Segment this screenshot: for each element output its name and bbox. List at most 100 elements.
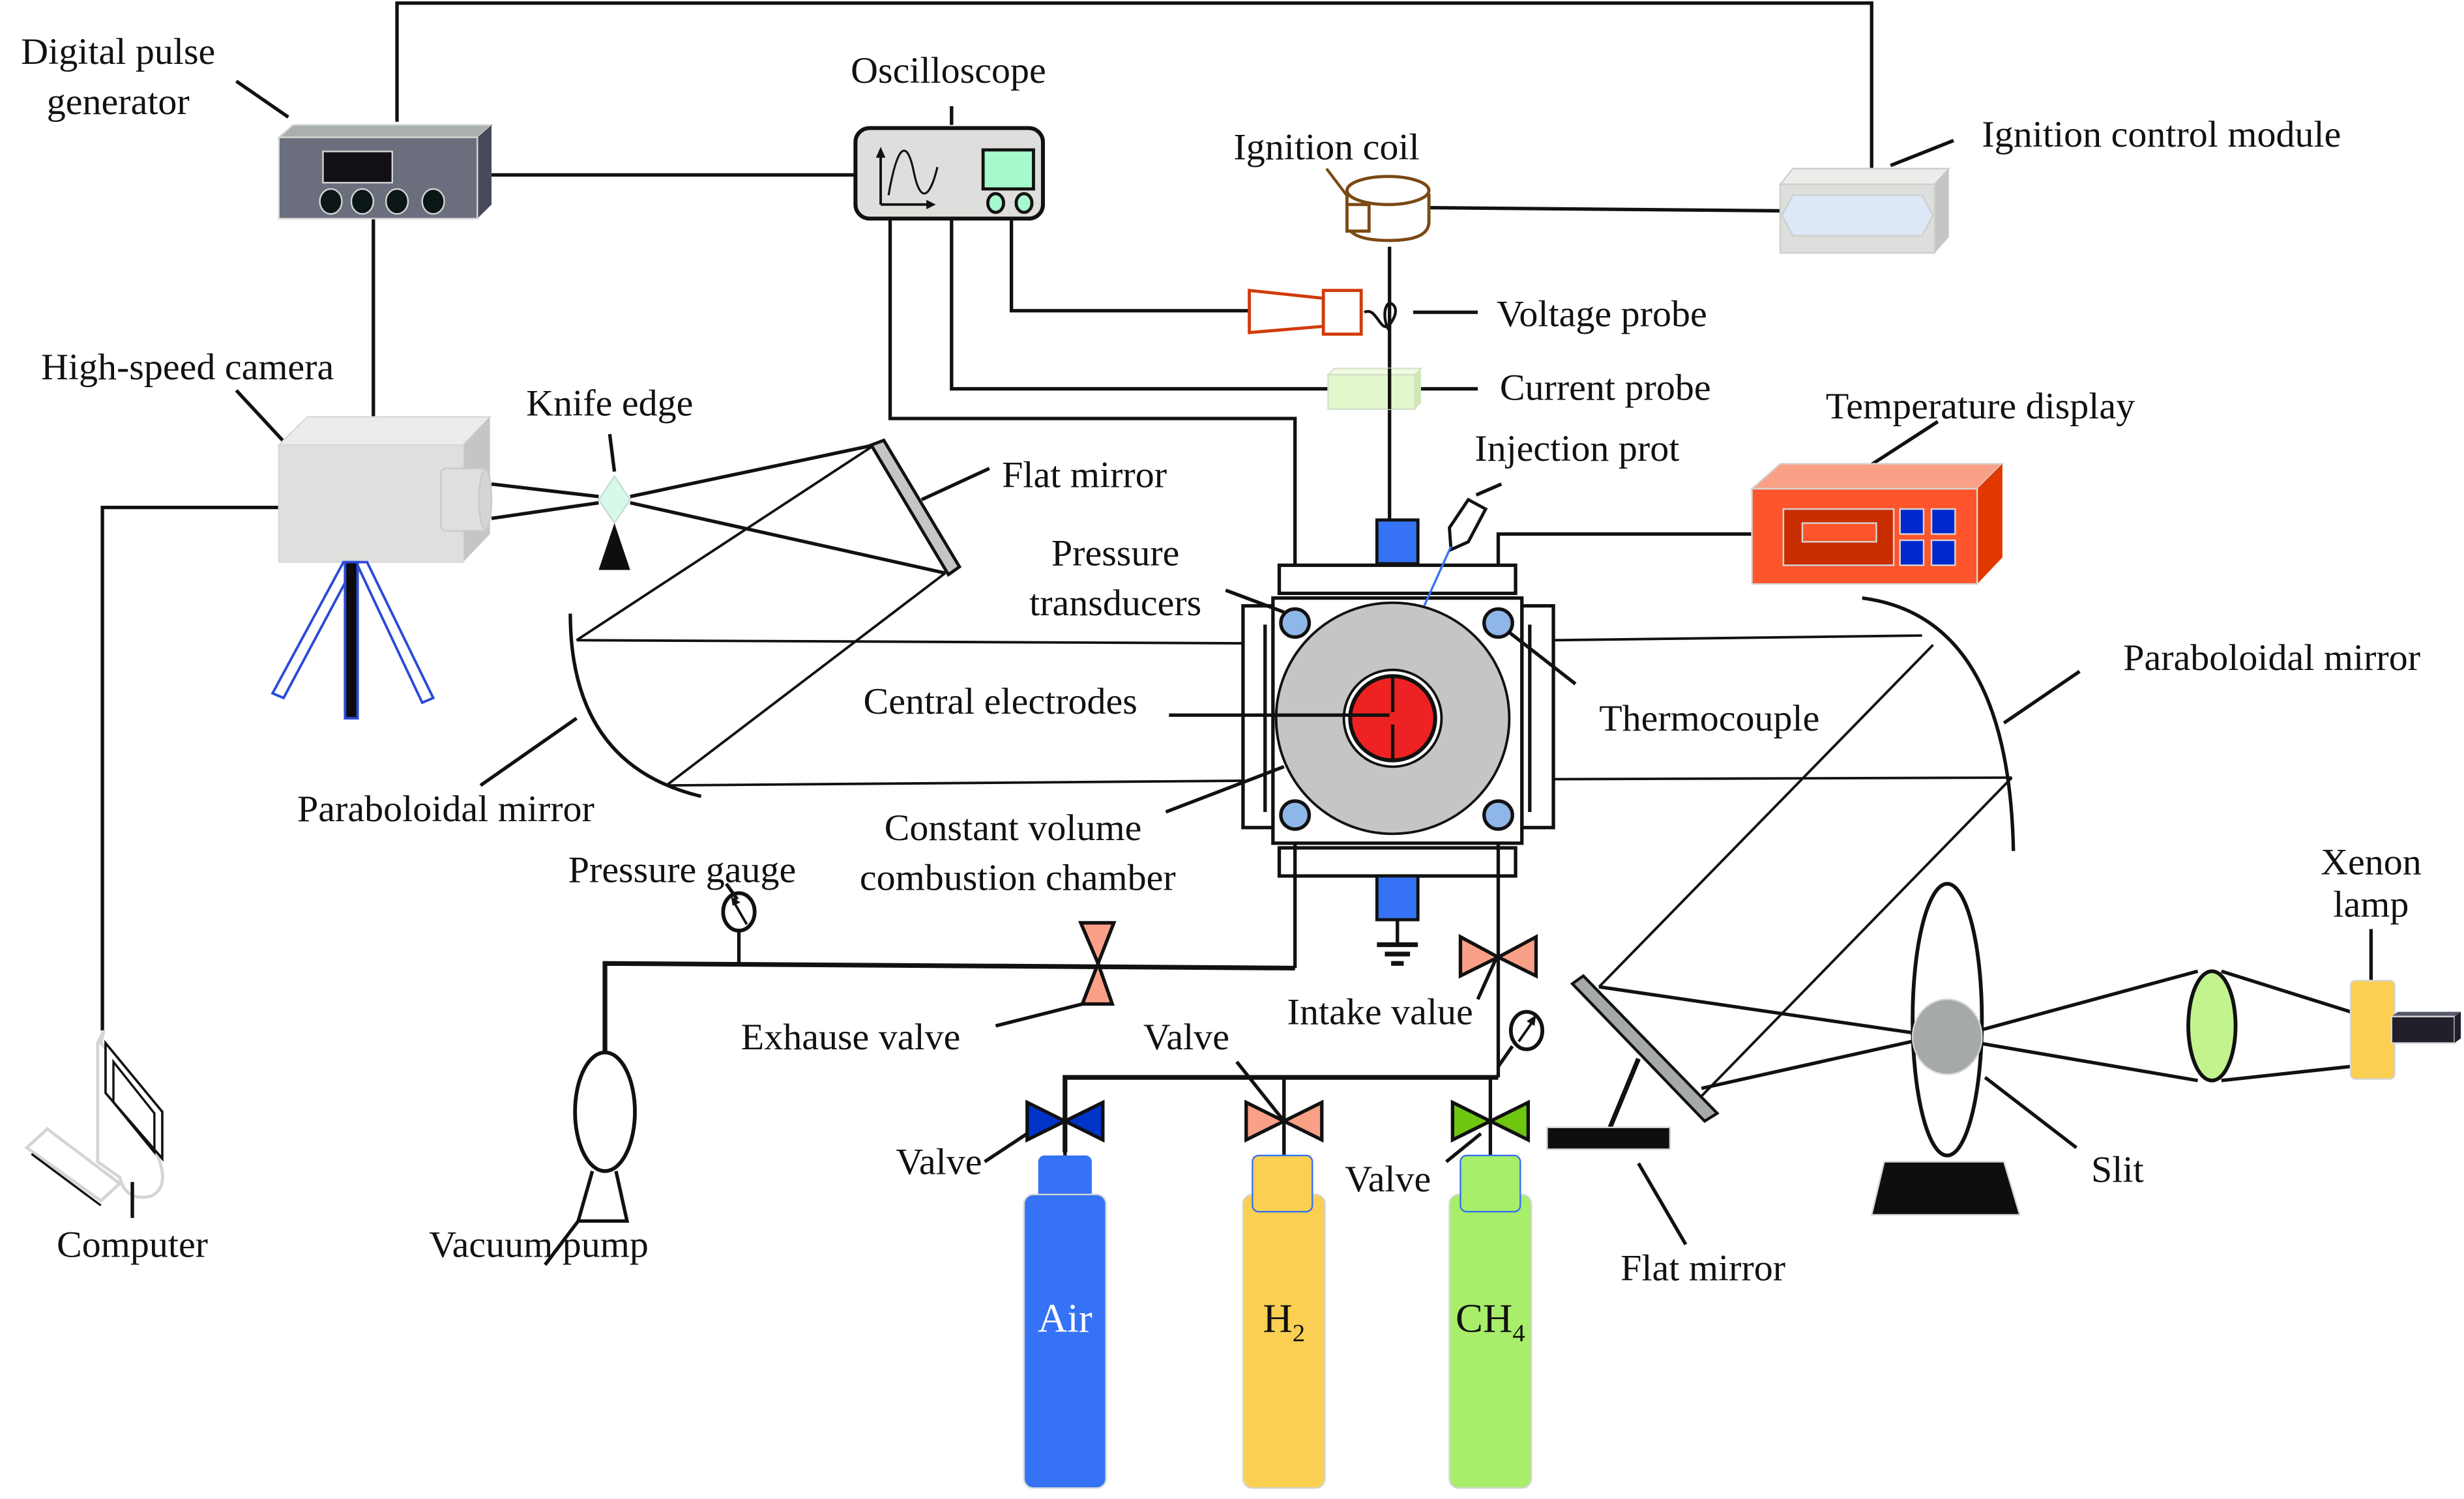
thermocouple-sensor [1482,607,1514,639]
label-chamber-1: Constant volume [885,808,1142,849]
label-valve-air: Valve [896,1142,982,1183]
label-injection-port: Injection prot [1474,428,1679,469]
label-current-probe: Current probe [1500,368,1711,409]
camera-tripod [271,560,435,720]
oscilloscope-screen [981,148,1035,191]
ignition-coil [1325,167,1431,242]
xenon-lamp [2349,929,2461,1080]
combustion-chamber [1241,518,1555,1078]
knife-edge-aperture [597,474,632,525]
label-ignition-coil: Ignition coil [1233,127,1419,168]
cylinder-h2-body [1242,1193,1326,1489]
label-xenon-1: Xenon [2321,842,2422,883]
label-valve-ch4: Valve [1345,1159,1431,1200]
cylinder-air: Air [984,1077,1107,1489]
label-high-speed-camera: High-speed camera [41,347,334,388]
paraboloidal-mirror-right [1862,596,2081,851]
flat-mirror-bottom [1546,974,1720,1245]
xenon-lamp-socket [2390,1015,2456,1044]
computer-keyboard [24,1127,123,1203]
voltage-probe [1248,288,1397,336]
pulse-generator-knobs [319,188,445,215]
label-pressure-transducers-2: transducers [1029,583,1201,624]
cylinder-h2-label: H2 [1263,1296,1305,1347]
ignition-module-window [1781,194,1934,237]
label-digital-pulse-1: Digital pulse [21,31,215,72]
ignition-coil-terminal [1345,203,1371,233]
cylinder-ch4: CH4 [1445,1077,1533,1489]
camera-computer-wire [100,506,279,1031]
label-central-electrodes: Central electrodes [864,681,1137,722]
slit-aperture [1911,998,1983,1075]
temperature-display [1750,420,2004,585]
pressure-gauge-right [1497,1010,1545,1068]
thermo-display-wire [1496,532,1752,590]
computer-monitor [104,1040,164,1162]
label-voltage-probe: Voltage probe [1497,294,1707,335]
wiring [100,1,1873,1031]
label-flat-mirror-top: Flat mirror [1002,455,1167,496]
digital-pulse-generator [235,80,494,220]
label-temperature-display: Temperature display [1826,386,2135,427]
xenon-lamp-body [2349,980,2396,1080]
cylinder-h2-neck [1252,1154,1313,1213]
pressure-transducer [1482,799,1514,831]
condenser-lens [2186,969,2238,1083]
label-flat-mirror-bottom: Flat mirror [1621,1248,1785,1289]
label-intake-valve: Intake value [1287,992,1473,1033]
high-speed-camera [235,389,493,720]
osc-transducer-wire [888,218,1297,590]
exhaust-valve [995,921,1117,1028]
exhaust-line [602,961,1295,1051]
paraboloidal-mirror-left [479,613,702,798]
intake-valve [1458,934,1538,1000]
optical-path-right [1553,634,2351,1098]
label-digital-pulse-2: generator [47,81,190,123]
label-thermocouple: Thermocouple [1599,698,1819,739]
electrode-mount-top [1375,518,1420,566]
ground-icon [1377,920,1418,966]
label-knife-edge: Knife edge [526,383,693,424]
vacuum-pump [544,1050,637,1266]
camera-body [278,444,464,563]
current-probe [1326,368,1423,410]
label-xenon-2: lamp [2333,884,2409,925]
thermocouple-leader [1508,631,1577,686]
chamber-leader [1165,764,1285,814]
slit-stand [1870,1161,2021,1216]
pressure-gauge-left [721,882,757,933]
pressure-transducer [1279,607,1312,639]
label-pressure-transducers-1: Pressure [1051,533,1180,574]
slit [1870,882,2078,1216]
probe-loop-icon [1364,301,1397,332]
flat-mirror-top [868,438,990,577]
label-exhaust-valve: Exhause valve [741,1017,961,1058]
oscilloscope [853,106,1045,221]
label-paraboloidal-mirror-right: Paraboloidal mirror [2123,637,2420,678]
flat-mirror-base [1546,1126,1671,1150]
computer [24,1030,164,1218]
cylinder-ch4-label: CH4 [1456,1296,1525,1347]
pulse-generator-screen [322,151,394,184]
osc-current-probe-wire [950,218,1328,391]
ignition-module-leader [1890,139,1954,167]
label-slit: Slit [2091,1150,2144,1191]
cylinder-air-body [1023,1193,1107,1489]
label-vacuum-pump: Vacuum pump [429,1225,649,1266]
cylinder-ch4-neck [1459,1154,1521,1213]
pulse-generator-leader [235,80,289,119]
pressure-transducers-leader [1225,589,1285,614]
manifold-line [1063,1075,1499,1153]
electrode-mount-bottom [1375,874,1420,922]
pressure-transducer [1279,799,1312,831]
label-pressure-gauge: Pressure gauge [568,850,797,891]
ignition-control-module [1778,139,1954,254]
top-signal-wire [395,1,1873,169]
label-valve-top: Valve [1143,1017,1229,1058]
label-oscilloscope: Oscilloscope [851,50,1046,91]
window-right [1520,604,1555,830]
camera-leader [235,389,291,450]
label-paraboloidal-mirror-left: Paraboloidal mirror [297,789,594,830]
label-chamber-2: combustion chamber [860,858,1176,899]
